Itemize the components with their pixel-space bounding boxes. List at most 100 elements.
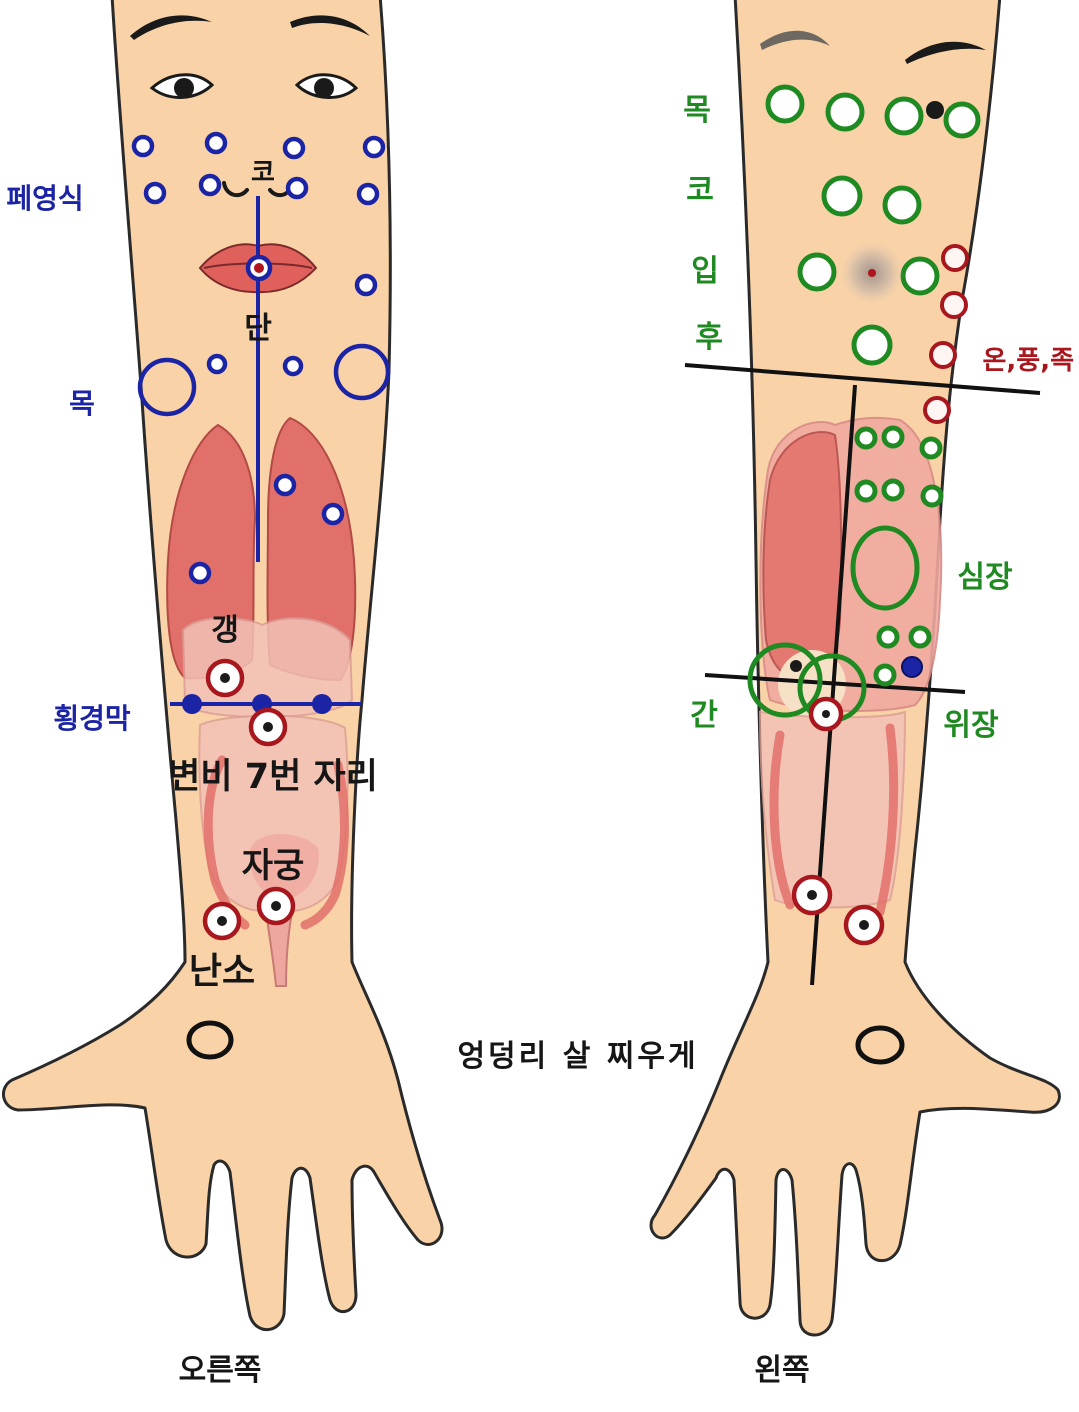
acupoint-red-target [791, 874, 833, 916]
acupoint-blue-ring-large [137, 357, 197, 417]
tube-shape [264, 911, 294, 987]
acupoint-blue-ring [285, 176, 309, 200]
diaphragm-point [312, 694, 332, 714]
acupoint-blue-ring [273, 473, 297, 497]
label-liver: 간 [690, 698, 718, 733]
label-diaphragm: 횡경막 [53, 702, 131, 735]
palm-ring [855, 1025, 905, 1065]
acupoint-red-target [256, 886, 296, 926]
acupoint-green-ring [884, 96, 924, 136]
acupoint-red-ring [929, 341, 957, 369]
guide-line-top [684, 363, 1041, 395]
acupoint-red-target [202, 901, 242, 941]
acupoint-blue-ring [198, 173, 222, 197]
heart-lobe [762, 431, 843, 682]
label-mouth: 입 [691, 254, 719, 289]
acupoint-blue-ring [131, 134, 155, 158]
acupoint-green-ring [821, 175, 863, 217]
label-nose: 코 [686, 173, 714, 208]
side-label-right: 오른쪽 [179, 1353, 262, 1388]
intestines [758, 710, 907, 909]
acupoint-green-ring-small [854, 426, 878, 450]
label-nose: 코 [251, 158, 275, 188]
acupoint-black-dot [790, 660, 802, 672]
target-center-dot [859, 920, 869, 930]
left-arm: 목 코 입 후 온,풍,족 심장 간 위장 왼쪽 [649, 0, 1074, 1388]
eyebrow-icon [290, 15, 370, 36]
acupoint-green-ring-small [854, 479, 878, 503]
acupoint-blur-dot [868, 269, 876, 277]
diaphragm-point [182, 694, 202, 714]
acupoint-green-ring-small [873, 663, 897, 687]
label-uterus: 자궁 [242, 846, 305, 886]
acupoint-red-ring [940, 291, 968, 319]
acupoint-red-target [843, 904, 885, 946]
acupoint-blue-ring-large [333, 343, 391, 401]
uterus-shape [249, 833, 319, 900]
acupoint-green-ring-small [919, 436, 943, 460]
label-heart: 심장 [957, 560, 1013, 595]
acupoint-green-ring [825, 92, 865, 132]
acupoint-blue-ring [282, 355, 304, 377]
acupoint-blue-ring [356, 182, 380, 206]
right-arm: 코 페영식 단 목 갱 횡경막 변비 7번 자리 자궁 난소 오른쪽 [2, 0, 444, 1388]
acupoint-green-ring-small [920, 484, 944, 508]
acupoint-green-ring-small [908, 625, 932, 649]
label-stomach: 위장 [943, 708, 999, 743]
acupoint-green-ring-large [850, 525, 920, 611]
label-throat: 후 [695, 320, 723, 355]
red-acupoints [791, 244, 969, 946]
target-center-dot [217, 916, 227, 926]
acupoint-blue-ring [204, 131, 228, 155]
acupoint-red-target [205, 658, 245, 698]
label-ovary: 난소 [189, 951, 255, 992]
eye-pupil [174, 78, 194, 98]
acupoint-blue-ring [188, 561, 212, 585]
target-center-dot [263, 722, 273, 732]
acupoint-blue-ring [321, 502, 345, 526]
label-pe-yeong-sik: 페영식 [6, 182, 83, 215]
label-dan: 단 [244, 311, 272, 346]
acupoint-blue-ring [282, 136, 306, 160]
acupoint-green-ring [882, 185, 922, 225]
palm-ring [186, 1020, 234, 1060]
red-targets [202, 658, 296, 941]
label-neck: 목 [683, 93, 711, 128]
acupoint-green-ring [900, 256, 940, 296]
green-acupoints [747, 84, 981, 723]
eyebrow-icon [130, 15, 212, 40]
acupoint-green-ring [765, 84, 805, 124]
lungs [166, 416, 357, 682]
abdomen-organs-left-arm [758, 710, 907, 917]
side-label-left: 왼쪽 [754, 1353, 809, 1388]
acupoint-green-ring-large [747, 642, 823, 718]
eye-pupil [314, 78, 334, 98]
blue-acupoints [131, 131, 391, 585]
acupoint-red-ring [941, 244, 969, 272]
colon-right [300, 760, 349, 930]
acupoint-blue-ring [354, 273, 378, 297]
acupoint-red-target [808, 696, 844, 732]
target-center-dot [271, 901, 281, 911]
acupoint-red-target [248, 707, 288, 747]
nose-icon [222, 181, 249, 198]
label-on-pung-jok: 온,풍,족 [982, 346, 1074, 376]
acupoint-green-ring-small [876, 625, 900, 649]
label-constipation-point: 변비 7번 자리 [168, 757, 378, 797]
target-center-dot [822, 710, 830, 718]
acupoint-blue-ring [206, 353, 228, 375]
acupoint-green-ring [797, 252, 837, 292]
acupoint-red-ring [923, 396, 951, 424]
eyebrow-icon [760, 30, 830, 50]
diagram-caption: 엉덩리 살 찌우게 [457, 1039, 698, 1074]
acupoint-green-ring-small [881, 425, 905, 449]
label-gaeng: 갱 [211, 613, 239, 648]
eyebrow-icon [905, 41, 986, 64]
colon-left [769, 730, 795, 910]
eye-dot-icon [926, 101, 944, 119]
acupoint-blue-ring [143, 181, 167, 205]
label-neck: 목 [69, 387, 95, 420]
colon-right [875, 723, 899, 917]
acupoint-green-ring [943, 101, 981, 139]
